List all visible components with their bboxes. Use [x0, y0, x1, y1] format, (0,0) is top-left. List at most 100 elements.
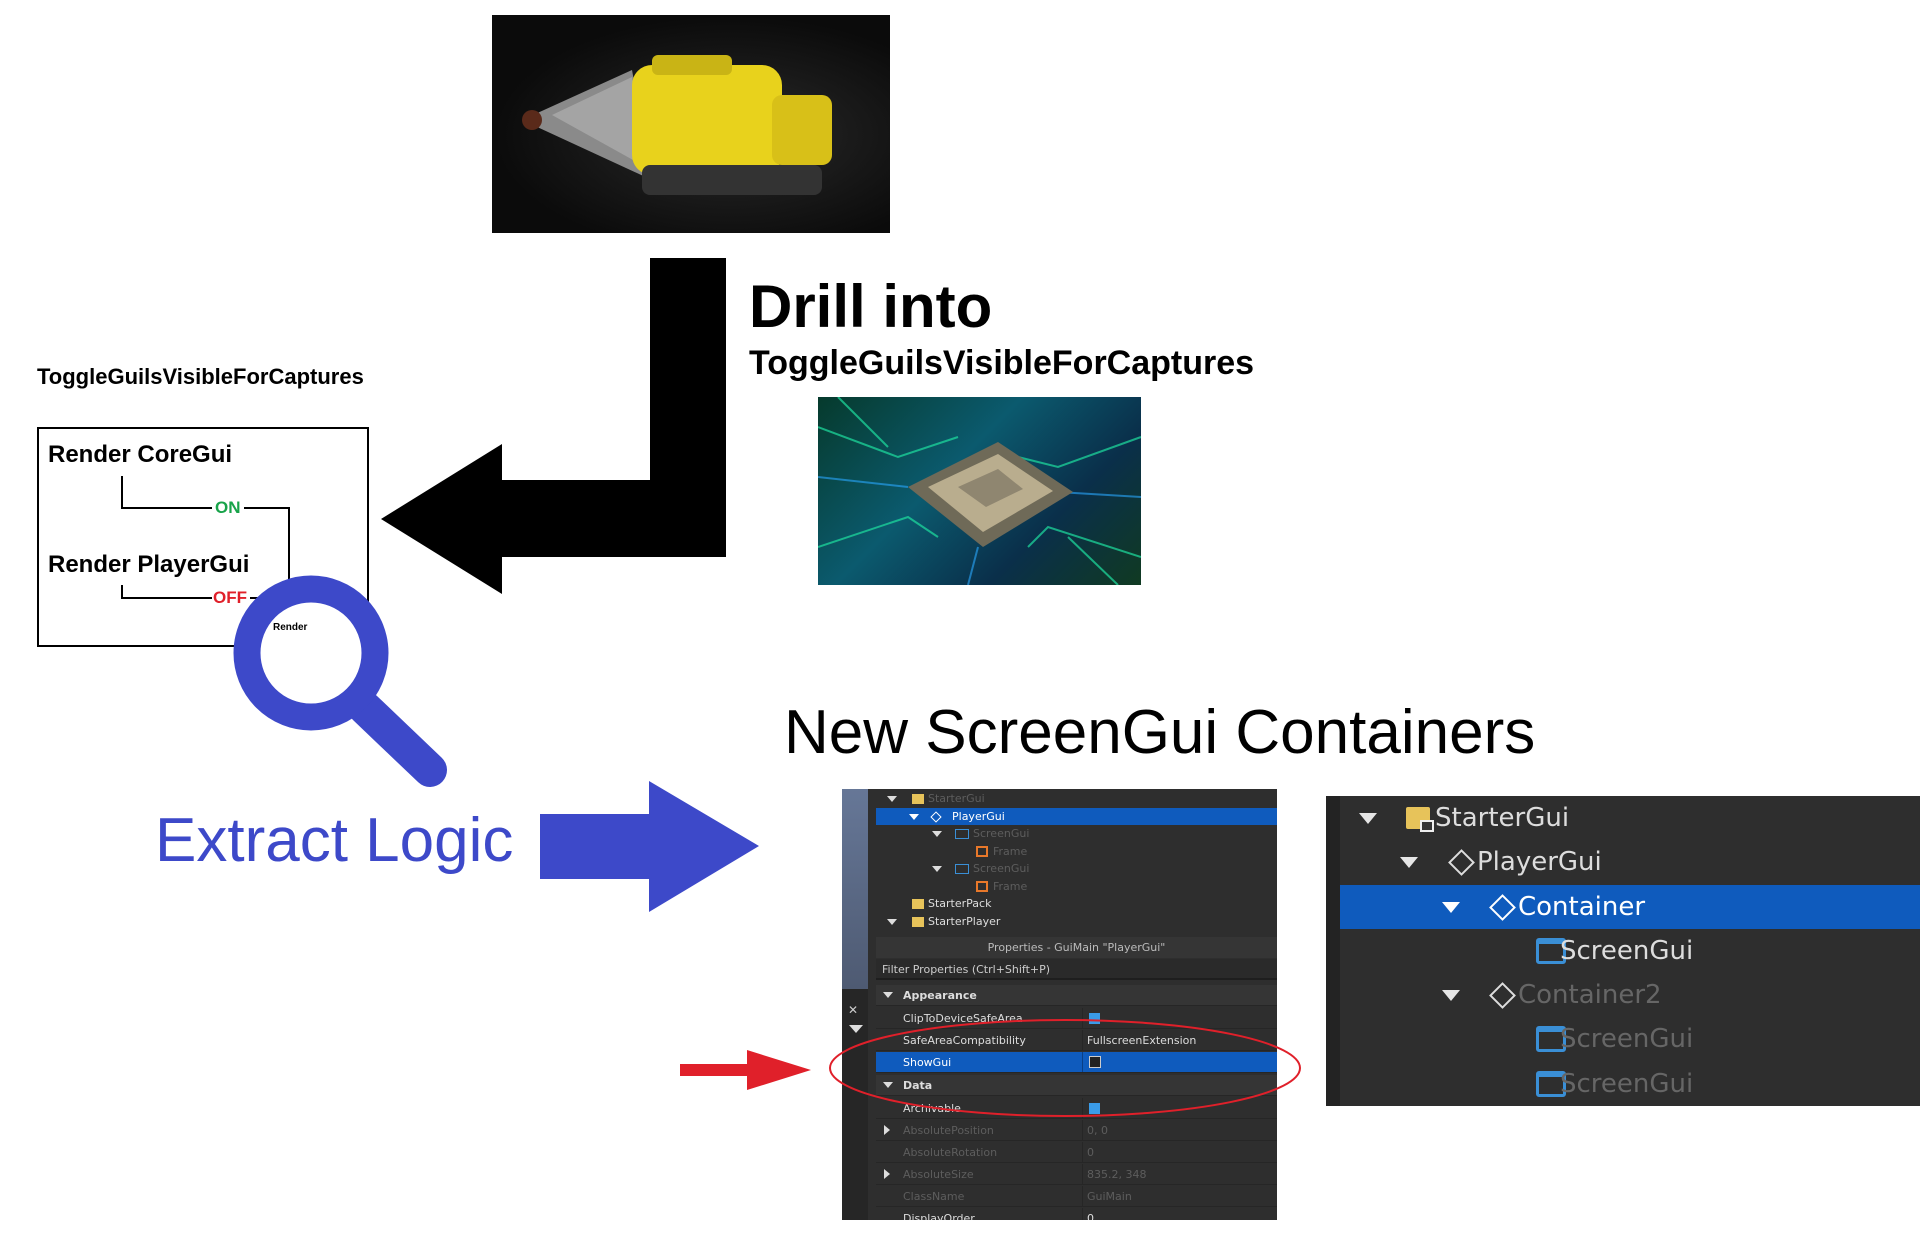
expand-arrow-icon[interactable] — [1442, 989, 1460, 1001]
property-name: AbsoluteRotation — [903, 1145, 998, 1159]
drill-machine-image — [492, 15, 890, 233]
expand-arrow-icon[interactable] — [932, 830, 942, 837]
close-icon[interactable]: ✕ — [848, 1003, 859, 1017]
filter-properties-input[interactable]: Filter Properties (Ctrl+Shift+P) — [876, 959, 1277, 980]
expand-arrow-icon[interactable] — [932, 865, 942, 872]
checkbox-checked[interactable] — [1089, 1102, 1100, 1114]
property-name: ShowGui — [903, 1055, 952, 1069]
tree-item-label: StarterPlayer — [928, 915, 1001, 928]
tree-item-frame[interactable]: Frame — [876, 878, 1277, 895]
drill-subtitle: ToggleGuilsVisibleForCaptures — [749, 344, 1255, 382]
blue-arrow-right — [540, 781, 759, 912]
filter-icon[interactable] — [849, 1025, 863, 1033]
tree-item-label: StarterGui — [1435, 803, 1570, 833]
checkbox-checked[interactable] — [1089, 1012, 1100, 1024]
property-name: ClassName — [903, 1189, 965, 1203]
property-row[interactable]: ClassName GuiMain — [876, 1186, 1277, 1207]
property-value: 0, 0 — [1087, 1123, 1108, 1137]
tree-item-label: Container2 — [1518, 980, 1662, 1010]
property-name: DisplayOrder — [903, 1211, 975, 1221]
tree-item-label: Frame — [993, 880, 1028, 893]
property-row[interactable]: SafeAreaCompatibility FullscreenExtensio… — [876, 1030, 1277, 1051]
tree-item-starterpack[interactable]: StarterPack — [876, 895, 1277, 912]
off-label: OFF — [213, 588, 247, 607]
property-value: GuiMain — [1087, 1189, 1132, 1203]
tree-item-label: StarterGui — [928, 792, 985, 805]
tree-item-label: ScreenGui — [1560, 1069, 1694, 1099]
collapse-arrow-icon[interactable] — [883, 992, 893, 998]
tree-item-playergui[interactable]: PlayerGui — [1340, 840, 1920, 884]
tree-item-label: ScreenGui — [1560, 1024, 1694, 1054]
tree-item-screengui[interactable]: ScreenGui — [1340, 1017, 1920, 1061]
tree-item-screengui[interactable]: ScreenGui — [876, 825, 1277, 842]
render-node-label: Render — [273, 622, 308, 633]
checkbox-unchecked[interactable] — [1089, 1056, 1101, 1068]
property-value: 0 — [1087, 1145, 1094, 1159]
tree-item-label: StarterPack — [928, 897, 992, 910]
new-containers-title: New ScreenGui Containers — [784, 698, 1536, 767]
property-name: AbsoluteSize — [903, 1167, 974, 1181]
tree-item-label: ScreenGui — [973, 827, 1030, 840]
collapse-arrow-icon[interactable] — [883, 1082, 893, 1088]
expand-arrow-icon[interactable] — [884, 1125, 890, 1135]
property-value: 835.2, 348 — [1087, 1167, 1147, 1181]
expand-arrow-icon[interactable] — [887, 795, 897, 802]
property-row[interactable]: AbsoluteRotation 0 — [876, 1142, 1277, 1163]
expand-arrow-icon[interactable] — [887, 918, 897, 925]
tree-item-startergui[interactable]: StarterGui — [1340, 796, 1920, 840]
tree-item-container2[interactable]: Container2 — [1340, 973, 1920, 1017]
diamond-icon — [1448, 848, 1475, 876]
expand-arrow-icon[interactable] — [1442, 901, 1460, 913]
expand-arrow-icon[interactable] — [884, 1169, 890, 1179]
render-toggle-box — [37, 427, 369, 647]
section-data[interactable]: Data — [876, 1075, 1277, 1096]
tree-item-label: Container — [1518, 892, 1646, 922]
property-name: AbsolutePosition — [903, 1123, 994, 1137]
property-value[interactable]: FullscreenExtension — [1087, 1033, 1197, 1047]
section-appearance[interactable]: Appearance — [876, 985, 1277, 1006]
expand-arrow-icon[interactable] — [1400, 856, 1418, 868]
frame-icon — [976, 846, 988, 857]
tree-item-label: Frame — [993, 845, 1028, 858]
starterpack-folder-icon — [912, 898, 924, 909]
screengui-icon — [955, 863, 969, 874]
section-label: Appearance — [903, 988, 977, 1002]
tree-item-screengui[interactable]: ScreenGui — [1340, 1062, 1920, 1106]
frame-icon — [976, 881, 988, 892]
expand-arrow-icon[interactable] — [1359, 812, 1377, 824]
screengui-icon — [955, 828, 969, 839]
properties-title: Properties - GuiMain "PlayerGui" — [876, 937, 1277, 958]
magnifier-icon — [233, 575, 447, 787]
screengui-icon — [1536, 1071, 1566, 1097]
on-label: ON — [215, 498, 241, 517]
tree-item-starterplayer[interactable]: StarterPlayer — [876, 913, 1277, 930]
tree-item-frame[interactable]: Frame — [876, 843, 1277, 860]
diamond-icon — [930, 810, 942, 823]
property-row[interactable]: AbsolutePosition 0, 0 — [876, 1120, 1277, 1141]
property-name: SafeAreaCompatibility — [903, 1033, 1026, 1047]
property-row-showgui[interactable]: ShowGui — [876, 1052, 1277, 1073]
tree-item-screengui[interactable]: ScreenGui — [1340, 929, 1920, 973]
cpu-chip-image — [818, 397, 1141, 585]
starterplayer-folder-icon — [912, 916, 924, 927]
screengui-icon — [1536, 938, 1566, 964]
tree-item-startergui[interactable]: StarterGui — [876, 790, 1277, 807]
diamond-icon — [1489, 893, 1516, 921]
tree-item-label: PlayerGui — [1477, 847, 1602, 877]
screengui-icon — [1536, 1026, 1566, 1052]
tree-item-label: PlayerGui — [952, 810, 1005, 823]
property-row[interactable]: DisplayOrder 0 — [876, 1208, 1277, 1220]
property-row[interactable]: AbsoluteSize 835.2, 348 — [876, 1164, 1277, 1185]
studio-explorer-properties-panel: ✕ StarterGui PlayerGui ScreenGui Frame S… — [842, 789, 1277, 1220]
tree-item-container[interactable]: Container — [1340, 885, 1920, 929]
highlight-annotation — [680, 1019, 1301, 1117]
red-arrow-icon — [680, 1050, 811, 1090]
tree-item-playergui[interactable]: PlayerGui — [876, 808, 1277, 825]
tree-item-screengui[interactable]: ScreenGui — [876, 860, 1277, 877]
explorer-panel-containers: StarterGui PlayerGui Container ScreenGui… — [1326, 796, 1920, 1106]
extract-logic-label: Extract Logic — [155, 806, 514, 875]
drill-title: Drill into — [749, 273, 993, 340]
tree-item-label: ScreenGui — [1560, 936, 1694, 966]
side-strip — [842, 789, 868, 989]
expand-arrow-icon[interactable] — [909, 813, 919, 820]
